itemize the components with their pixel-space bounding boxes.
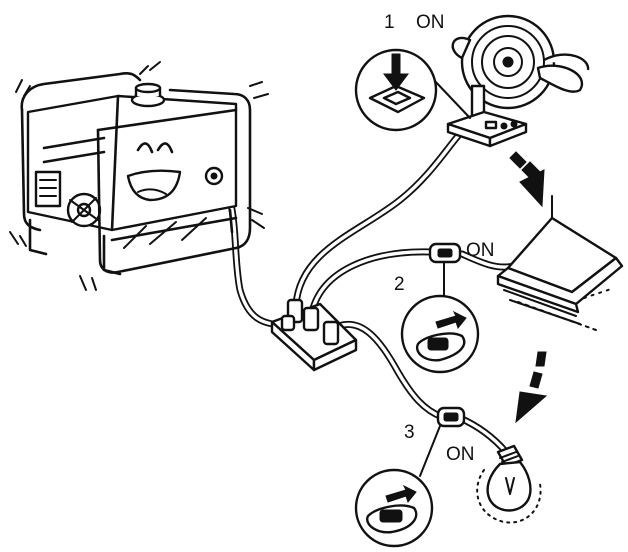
fan-icon: [446, 14, 590, 148]
step-1-label: 1 ON: [384, 12, 445, 33]
press-arrow-icon: [391, 53, 401, 77]
cables: [214, 132, 518, 456]
arrow-icon-2: [515, 351, 548, 424]
step-2-switch: [428, 242, 462, 264]
heater-icon: [496, 195, 624, 331]
step-2-switch-callout: [400, 261, 480, 374]
generator-icon: [9, 61, 269, 291]
plug-generator: [280, 314, 296, 332]
light-bulb-icon: [476, 444, 542, 524]
step-3-switch-callout: [354, 425, 441, 548]
step-1-state: ON: [416, 12, 445, 33]
step-3-state: ON: [446, 444, 475, 465]
step-3-switch: [436, 406, 466, 428]
plug-2: [302, 306, 320, 332]
step-2-number: 2: [394, 274, 405, 295]
power-strip-icon: [270, 298, 358, 372]
step-3-number: 3: [404, 422, 415, 443]
step-1-switch-callout: [354, 48, 471, 132]
step-1-number: 1: [384, 12, 395, 33]
plug-3: [322, 320, 340, 346]
step-2-state: ON: [466, 240, 495, 261]
generator-face: [126, 142, 182, 202]
arrow-icon: [509, 151, 545, 208]
